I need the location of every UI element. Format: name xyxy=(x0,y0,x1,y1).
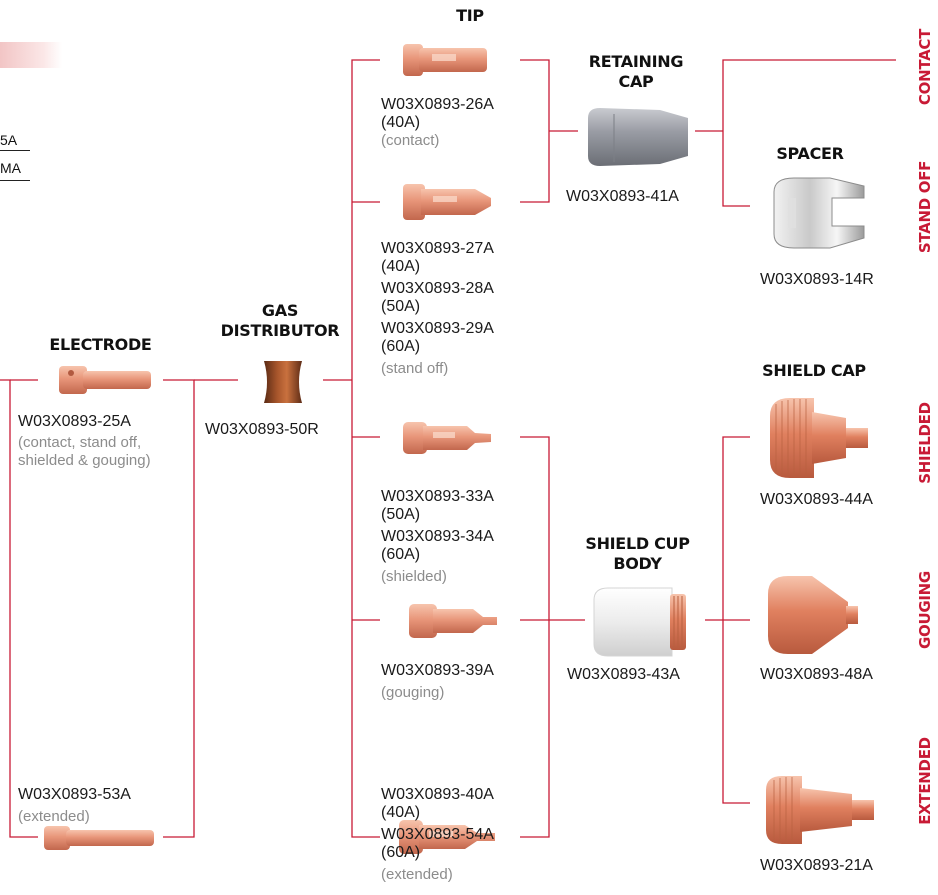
amperage: (60A) xyxy=(381,546,421,563)
part-number: W03X0893-34A xyxy=(381,528,494,545)
tip-standoff-image xyxy=(403,184,491,220)
part-number: W03X0893-40A xyxy=(381,786,494,803)
side-label-extended: EXTENDED xyxy=(916,737,934,825)
part-number: W03X0893-39A xyxy=(381,662,494,679)
side-label-gouging: GOUGING xyxy=(916,571,934,649)
tip-extended-image xyxy=(399,820,495,854)
shield-cup-body-image xyxy=(593,587,686,657)
part-number: W03X0893-28A xyxy=(381,280,494,297)
extended-cap-image xyxy=(766,776,874,844)
amperage: (40A) xyxy=(381,114,421,131)
gouging-cap-image xyxy=(768,576,858,654)
part-number: W03X0893-29A xyxy=(381,320,494,337)
spacer-image xyxy=(773,177,865,249)
left-fragment-text-1: 5A xyxy=(0,132,18,148)
part-number: W03X0893-53A xyxy=(18,786,131,803)
amperage: (50A) xyxy=(381,506,421,523)
left-fragment-rule-1 xyxy=(0,150,30,151)
tip-shielded-labels: W03X0893-33A (50A) W03X0893-34A (60A) (s… xyxy=(381,488,494,586)
shield-cap-header: SHIELD CAP xyxy=(762,361,866,380)
connector-electrode-bracket xyxy=(163,379,195,838)
left-fragment-bar xyxy=(0,42,62,68)
amperage: (50A) xyxy=(381,298,421,315)
electrode-image xyxy=(59,366,151,394)
amperage: (60A) xyxy=(381,338,421,355)
side-label-stand-off: STAND OFF xyxy=(916,160,934,254)
tip-extended-labels: W03X0893-40A (40A) W03X0893-54A (60A) (e… xyxy=(381,786,494,884)
usage-note: (shielded) xyxy=(381,568,447,585)
connector-electrode-left xyxy=(0,379,38,838)
connector-retaining-to-spacer xyxy=(722,59,896,207)
usage-note: (extended) xyxy=(18,808,90,825)
connector-tips-to-retaining xyxy=(520,59,550,203)
shield-cap-part-number: W03X0893-44A xyxy=(760,491,873,508)
amperage: (40A) xyxy=(381,258,421,275)
amperage: (40A) xyxy=(381,804,421,821)
connector-tips-to-shield xyxy=(520,436,550,838)
left-fragment-text-2: MA xyxy=(0,160,21,176)
tip-shielded-image xyxy=(403,422,491,454)
part-number: W03X0893-25A xyxy=(18,413,131,430)
part-number: W03X0893-27A xyxy=(381,240,494,257)
gas-distributor-image xyxy=(264,361,302,403)
left-fragment-rule-2 xyxy=(0,180,30,181)
retaining-cap-image xyxy=(588,108,688,166)
part-number: W03X0893-26A xyxy=(381,96,494,113)
shield-cap-image xyxy=(770,398,868,478)
usage-note: (stand off) xyxy=(381,360,449,377)
part-number: W03X0893-54A xyxy=(381,826,494,843)
tip-gouging-labels: W03X0893-39A (gouging) xyxy=(381,662,494,702)
gas-distributor-part-number: W03X0893-50R xyxy=(205,421,319,438)
tip-contact-image xyxy=(403,44,487,76)
amperage: (60A) xyxy=(381,844,421,861)
tip-header: TIP xyxy=(456,6,484,25)
side-label-shielded: SHIELDED xyxy=(916,402,934,484)
spacer-part-number: W03X0893-14R xyxy=(760,271,874,288)
side-label-contact: CONTACT xyxy=(916,28,934,106)
connector-tips-trunk xyxy=(351,59,380,838)
usage-note: (contact) xyxy=(381,132,440,149)
shield-cup-body-part-number: W03X0893-43A xyxy=(567,666,680,683)
electrode-labels: W03X0893-25A (contact, stand off, shield… xyxy=(18,413,151,470)
electrode-extended-labels: W03X0893-53A (extended) xyxy=(18,786,131,826)
gouging-cap-part-number: W03X0893-48A xyxy=(760,666,873,683)
usage-note: (extended) xyxy=(381,866,453,883)
electrode-extended-image xyxy=(44,826,154,850)
extended-cap-part-number: W03X0893-21A xyxy=(760,857,873,874)
part-number: W03X0893-33A xyxy=(381,488,494,505)
tip-standoff-labels: W03X0893-27A (40A) W03X0893-28A (50A) W0… xyxy=(381,240,494,378)
tip-contact-labels: W03X0893-26A (40A) (contact) xyxy=(381,96,494,150)
tip-gouging-image xyxy=(409,604,497,638)
retaining-cap-part-number: W03X0893-41A xyxy=(566,188,679,205)
spacer-header: SPACER xyxy=(776,144,844,163)
electrode-header: ELECTRODE xyxy=(49,335,152,354)
usage-note: shielded & gouging) xyxy=(18,452,151,469)
usage-note: (contact, stand off, xyxy=(18,434,142,451)
usage-note: (gouging) xyxy=(381,684,445,701)
